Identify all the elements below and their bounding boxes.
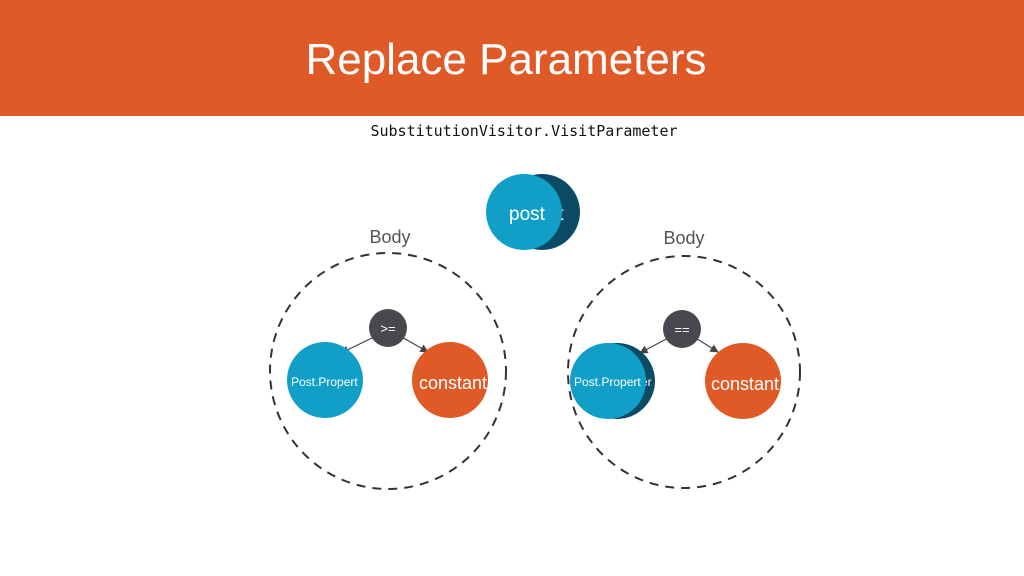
parameter-node-label: post bbox=[509, 204, 546, 225]
right-body-label: Body bbox=[663, 228, 704, 248]
right-operator-label: == bbox=[674, 322, 689, 337]
left-operand-label: Post.Propert bbox=[291, 375, 358, 389]
right-operand-label: Post.Propert bbox=[574, 375, 641, 389]
parameter-node-front bbox=[486, 174, 562, 250]
left-constant-node bbox=[412, 342, 488, 418]
right-constant-label: constant bbox=[711, 374, 779, 394]
right-operand-node bbox=[570, 343, 646, 419]
right-arrow-to-right-operand bbox=[693, 336, 719, 353]
slide-title: Replace Parameters bbox=[305, 35, 707, 84]
parameter-node: t post bbox=[486, 174, 580, 250]
left-operator-label: >= bbox=[380, 321, 395, 336]
right-body-boundary bbox=[567, 255, 801, 489]
left-body-label: Body bbox=[369, 227, 410, 247]
left-constant-label: constant bbox=[419, 373, 487, 393]
left-body-boundary bbox=[269, 252, 507, 490]
right-body-group: Body == er Post.Propert constant bbox=[567, 228, 801, 489]
left-operator-node bbox=[369, 309, 407, 347]
right-constant-node bbox=[705, 343, 781, 419]
right-operand-back-label: er bbox=[641, 375, 652, 389]
left-operand-node bbox=[287, 342, 363, 418]
right-operator-node bbox=[663, 310, 701, 348]
slide-subtitle: SubstitutionVisitor.VisitParameter bbox=[370, 122, 678, 140]
title-bar bbox=[0, 0, 1024, 116]
left-arrow-to-right-operand bbox=[399, 335, 429, 353]
right-arrow-to-left-operand bbox=[639, 336, 671, 354]
left-body-group: Body >= Post.Propert constant bbox=[269, 227, 507, 490]
